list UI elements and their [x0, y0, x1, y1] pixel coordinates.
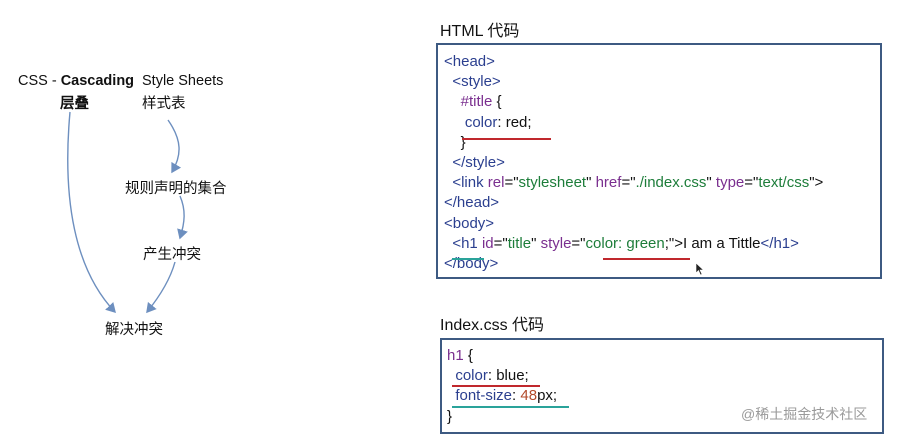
html-code-line: <head>	[444, 52, 823, 72]
html-code-token: #title	[444, 93, 493, 111]
html-code-token: ./index.css	[635, 174, 707, 192]
html-code-token: ="	[621, 174, 636, 192]
html-code-line: <style>	[444, 72, 823, 92]
html-code-token: <link	[444, 174, 488, 192]
css-code-token: h1	[447, 347, 464, 364]
html-code-token: style	[540, 234, 572, 252]
html-code-token: color	[444, 113, 498, 131]
underline-color-blue	[452, 385, 540, 387]
css-section-title: Index.css 代码	[440, 317, 545, 334]
mouse-cursor-icon	[695, 262, 705, 276]
html-code-box	[436, 43, 882, 279]
html-code-token: rel	[487, 174, 505, 192]
css-code-token: 48	[520, 387, 538, 405]
html-code-line: </head>	[444, 193, 823, 213]
html-code-token: ="	[504, 174, 519, 192]
underline-color-green	[603, 258, 690, 260]
html-code-token: ">	[809, 174, 824, 192]
html-code-token: "	[706, 174, 716, 192]
css-code-line: color: blue;	[447, 366, 557, 386]
css-code-token: {	[463, 347, 473, 364]
html-code-line: color: red;	[444, 113, 823, 133]
html-code-token: <style>	[444, 73, 501, 91]
underline-font-size	[452, 406, 569, 408]
underline-h1-tag	[452, 258, 484, 260]
html-code-line: <body>	[444, 214, 823, 234]
arrow-cascading-to-resolve	[67, 111, 116, 314]
cascading-word: Cascading	[60, 73, 135, 89]
conflict-label: 产生冲突	[143, 247, 201, 263]
html-section-title: HTML 代码	[440, 23, 520, 40]
arrow-style-to-rules	[167, 119, 182, 174]
css-code-token: font-size	[447, 387, 513, 405]
html-code-token: "	[586, 174, 596, 192]
cascading-cn: 层叠	[60, 96, 89, 112]
css-code-block: h1 { color: blue; font-size: 48px;}	[447, 346, 557, 427]
css-code-token: : blue;	[487, 367, 529, 385]
html-code-token: ="	[571, 234, 586, 252]
html-code-token: title	[507, 234, 532, 252]
html-code-line: }	[444, 133, 823, 153]
html-code-token: </h1>	[760, 234, 799, 252]
html-code-line: <link rel="stylesheet" href="./index.css…	[444, 173, 823, 193]
css-code-token: }	[447, 407, 453, 425]
css-code-token: px;	[537, 387, 558, 405]
html-code-token: </style>	[444, 153, 505, 171]
html-code-token: <body>	[444, 214, 495, 232]
html-code-token: ="	[744, 174, 759, 192]
html-code-token: }	[444, 133, 466, 151]
html-code-block: <head> <style> #title { color: red; } </…	[444, 52, 823, 274]
css-code-token: :	[512, 387, 521, 405]
html-code-token: </head>	[444, 194, 500, 212]
style-sheets-cn: 样式表	[142, 96, 186, 112]
css-code-line: font-size: 48px;	[447, 386, 557, 406]
css-heading: CSS - Cascading	[18, 73, 134, 89]
html-code-token: <h1	[444, 234, 482, 252]
html-code-token: type	[715, 174, 745, 192]
html-code-token: ;">I am a Tittle	[664, 234, 761, 252]
html-code-line: </style>	[444, 153, 823, 173]
arrow-rules-to-conflict	[177, 195, 188, 240]
html-code-token: stylesheet	[518, 174, 587, 192]
html-code-token: href	[595, 174, 622, 192]
html-code-token: id	[481, 234, 494, 252]
html-code-token: text/css	[758, 174, 810, 192]
html-code-token: color: green	[585, 234, 665, 252]
underline-color-red	[462, 138, 551, 140]
watermark: @稀土掘金技术社区	[741, 406, 868, 422]
html-code-token: "	[531, 234, 541, 252]
rules-collection-label: 规则声明的集合	[125, 181, 227, 197]
html-code-token: {	[492, 93, 502, 111]
html-code-token: <head>	[444, 53, 495, 70]
html-code-line: <h1 id="title" style="color: green;">I a…	[444, 234, 823, 254]
html-code-line: #title {	[444, 92, 823, 112]
resolve-conflict-label: 解决冲突	[105, 322, 163, 338]
style-sheets-word: Style Sheets	[142, 73, 224, 89]
css-code-line: h1 {	[447, 346, 557, 366]
css-prefix: CSS -	[18, 73, 61, 89]
html-code-line: </body>	[444, 254, 823, 274]
css-code-line: }	[447, 407, 557, 427]
arrow-conflict-to-resolve	[146, 261, 176, 314]
html-code-token: ="	[493, 234, 508, 252]
css-code-token: color	[447, 367, 488, 385]
html-code-token: : red;	[497, 113, 532, 131]
